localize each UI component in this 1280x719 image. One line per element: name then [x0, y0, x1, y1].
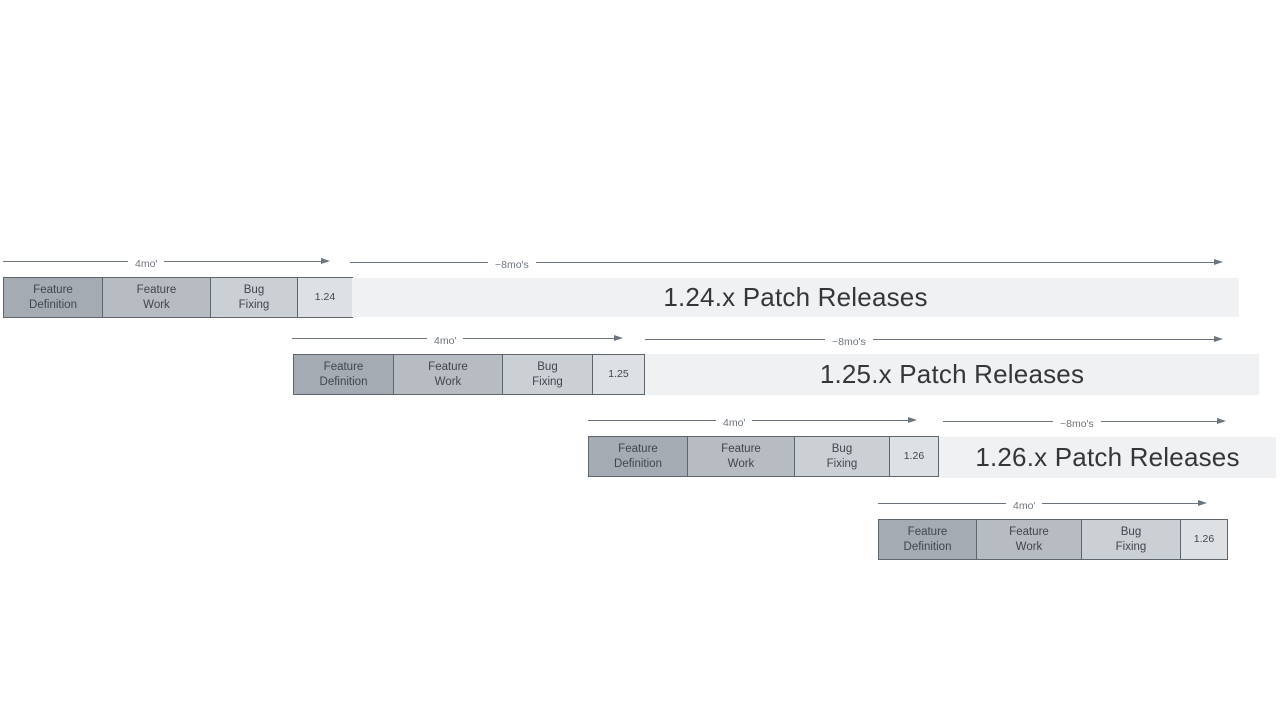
- arrow-line: [943, 420, 1053, 422]
- phase-box-feature-work: Feature Work: [103, 278, 211, 317]
- patch-duration-arrow-1.26: ~8mo's: [943, 415, 1226, 430]
- arrowhead-icon: [321, 258, 330, 264]
- dev-duration-label: 4mo': [723, 416, 746, 429]
- version-box: 1.26: [1181, 520, 1227, 559]
- version-box: 1.25: [593, 355, 644, 394]
- patch-releases-bar-1.24: 1.24.x Patch Releases: [352, 278, 1239, 317]
- arrow-line: [350, 261, 488, 263]
- arrow-line: [752, 419, 908, 421]
- dev-duration-arrow-1.24: 4mo': [3, 255, 330, 270]
- arrow-line: [164, 260, 321, 262]
- phase-box-bug-fixing: Bug Fixing: [211, 278, 298, 317]
- patch-duration-arrow-1.25: ~8mo's: [645, 333, 1223, 348]
- phase-box-bug-fixing: Bug Fixing: [795, 437, 890, 476]
- arrow-line: [588, 419, 716, 421]
- arrow-line: [872, 338, 1214, 340]
- arrowhead-icon: [1198, 500, 1207, 506]
- arrow-line: [535, 261, 1214, 263]
- arrow-line: [1100, 420, 1217, 422]
- arrow-line: [1042, 502, 1198, 504]
- dev-duration-label: 4mo': [1013, 499, 1036, 512]
- arrowhead-icon: [614, 335, 623, 341]
- dev-duration-label: 4mo': [434, 334, 457, 347]
- phase-box-feature-definition: Feature Definition: [879, 520, 977, 559]
- patch-releases-label: 1.24.x Patch Releases: [663, 282, 928, 312]
- patch-duration-label: ~8mo's: [495, 258, 529, 271]
- patch-releases-bar-1.25: 1.25.x Patch Releases: [645, 354, 1259, 395]
- arrowhead-icon: [1217, 418, 1226, 424]
- patch-duration-arrow-1.24: ~8mo's: [350, 256, 1223, 271]
- dev-duration-arrow-1.25: 4mo': [292, 332, 623, 347]
- release-cycle-1.24: Feature Definition Feature Work Bug Fixi…: [3, 277, 353, 318]
- dev-duration-arrow-next: 4mo': [878, 497, 1207, 512]
- arrow-line: [463, 337, 614, 339]
- patch-releases-label: 1.25.x Patch Releases: [819, 359, 1085, 389]
- release-cycle-1.26: Feature Definition Feature Work Bug Fixi…: [588, 436, 939, 477]
- arrowhead-icon: [1214, 259, 1223, 265]
- arrow-line: [645, 338, 825, 340]
- version-box: 1.26: [890, 437, 938, 476]
- version-box: 1.24: [298, 278, 352, 317]
- patch-releases-label: 1.26.x Patch Releases: [975, 442, 1240, 472]
- release-cycle-next: Feature Definition Feature Work Bug Fixi…: [878, 519, 1228, 560]
- phase-box-feature-definition: Feature Definition: [4, 278, 103, 317]
- phase-box-feature-work: Feature Work: [977, 520, 1082, 559]
- phase-box-feature-work: Feature Work: [688, 437, 795, 476]
- arrowhead-icon: [1214, 336, 1223, 342]
- arrowhead-icon: [908, 417, 917, 423]
- release-cycle-1.25: Feature Definition Feature Work Bug Fixi…: [293, 354, 645, 395]
- phase-box-feature-definition: Feature Definition: [294, 355, 394, 394]
- arrow-line: [3, 260, 128, 262]
- arrow-line: [878, 502, 1006, 504]
- dev-duration-label: 4mo': [135, 257, 158, 270]
- phase-box-bug-fixing: Bug Fixing: [1082, 520, 1181, 559]
- patch-releases-bar-1.26: 1.26.x Patch Releases: [939, 437, 1276, 478]
- phase-box-feature-work: Feature Work: [394, 355, 503, 394]
- dev-duration-arrow-1.26: 4mo': [588, 414, 917, 429]
- arrow-line: [292, 337, 427, 339]
- patch-duration-label: ~8mo's: [832, 335, 866, 348]
- phase-box-feature-definition: Feature Definition: [589, 437, 688, 476]
- phase-box-bug-fixing: Bug Fixing: [503, 355, 593, 394]
- patch-duration-label: ~8mo's: [1060, 417, 1094, 430]
